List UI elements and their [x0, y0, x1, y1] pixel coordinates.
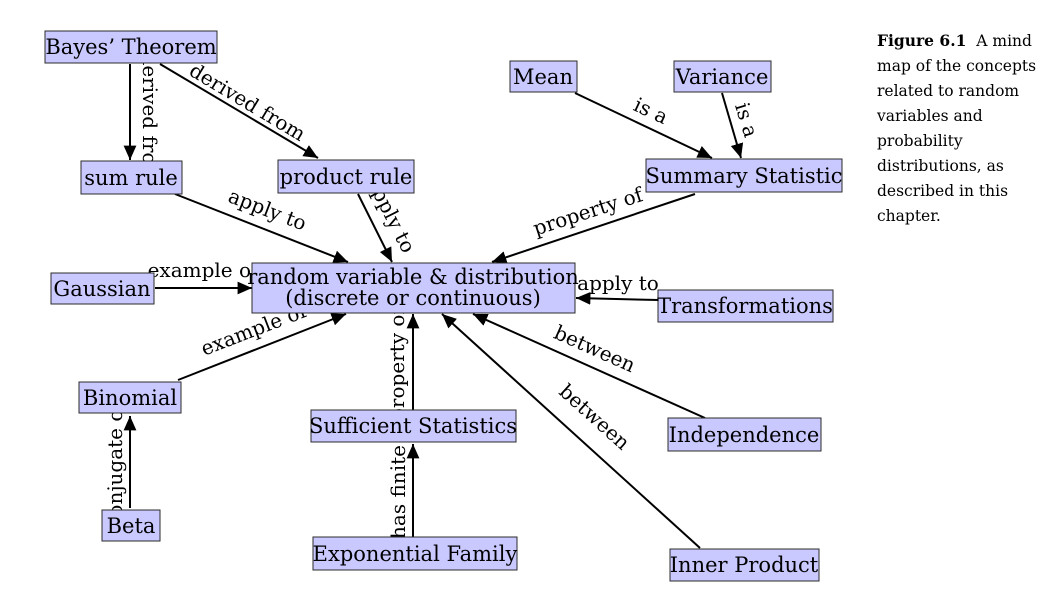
node-random-variable-distribution: random variable & distribution (discrete…	[247, 262, 579, 314]
figure-caption: Figure 6.1 A mind map of the concepts re…	[877, 28, 1049, 229]
node-label: Bayes’ Theorem	[45, 35, 216, 59]
edge-bayes-product	[159, 63, 319, 159]
node-label: sum rule	[84, 166, 178, 190]
caption-text: A mind map of the concepts related to ra…	[877, 32, 1037, 225]
node-label: Independence	[669, 423, 820, 447]
node-label: Gaussian	[53, 277, 150, 301]
edge-summary-rv	[491, 193, 696, 264]
edge-label-exponential-sufficient: has finite	[386, 445, 410, 539]
edge-label-inner-product-rv: between	[555, 379, 635, 455]
node-label-line2: (discrete or continuous)	[285, 286, 541, 310]
edge-transformations-rv	[575, 291, 659, 305]
edge-label-gaussian-rv: example of	[148, 258, 260, 282]
edge-mean-summary	[574, 92, 713, 159]
edge-label-variance-summary: is a	[730, 100, 763, 141]
edge-label-mean-summary: is a	[630, 92, 672, 129]
edge-label-transformations-rv: apply to	[577, 271, 659, 295]
node-label: Variance	[675, 65, 769, 89]
caption-label: Figure 6.1	[877, 31, 967, 50]
node-gaussian: Gaussian	[50, 272, 155, 305]
edge-label-summary-rv: property of	[530, 182, 647, 240]
node-label: Beta	[107, 514, 156, 538]
node-transformations: Transformations	[657, 289, 834, 323]
node-beta: Beta	[101, 509, 161, 542]
node-binomial: Binomial	[78, 381, 182, 414]
edge-label-sufficient-rv: property of	[385, 306, 409, 421]
node-sum-rule: sum rule	[80, 160, 183, 195]
edge-independence-rv	[472, 313, 706, 419]
mind-map: derived from derived from is a is a appl…	[44, 30, 843, 582]
edge-label-beta-binomial: conjugate of	[103, 401, 127, 528]
edge-product-rv	[357, 193, 393, 263]
node-mean: Mean	[509, 60, 578, 93]
node-label: Exponential Family	[313, 542, 518, 566]
node-label: Sufficient Statistics	[309, 414, 517, 438]
node-summary-statistic: Summary Statistic	[645, 158, 843, 193]
node-variance: Variance	[673, 60, 772, 93]
node-exponential-family: Exponential Family	[312, 536, 518, 571]
node-inner-product: Inner Product	[669, 548, 820, 582]
nodes: Bayes’ Theorem Mean Variance sum rule pr…	[44, 30, 843, 582]
node-label: Mean	[513, 65, 573, 89]
node-independence: Independence	[667, 417, 822, 452]
edge-inner-product-rv	[441, 313, 701, 549]
node-label: Inner Product	[670, 553, 819, 577]
edge-label-bayes-product: derived from	[185, 58, 310, 146]
edge-sum-rv	[174, 193, 349, 263]
node-label: Summary Statistic	[645, 164, 842, 188]
node-label: Transformations	[657, 294, 833, 318]
node-label: product rule	[280, 165, 413, 189]
node-label: Binomial	[83, 386, 177, 410]
node-sufficient-statistics: Sufficient Statistics	[309, 409, 517, 443]
edges	[123, 63, 744, 549]
node-product-rule: product rule	[277, 159, 415, 194]
node-label-line1: random variable & distribution	[247, 265, 578, 289]
node-bayes-theorem: Bayes’ Theorem	[44, 30, 218, 64]
edge-variance-summary	[721, 92, 744, 159]
edge-binomial-rv	[177, 313, 347, 381]
